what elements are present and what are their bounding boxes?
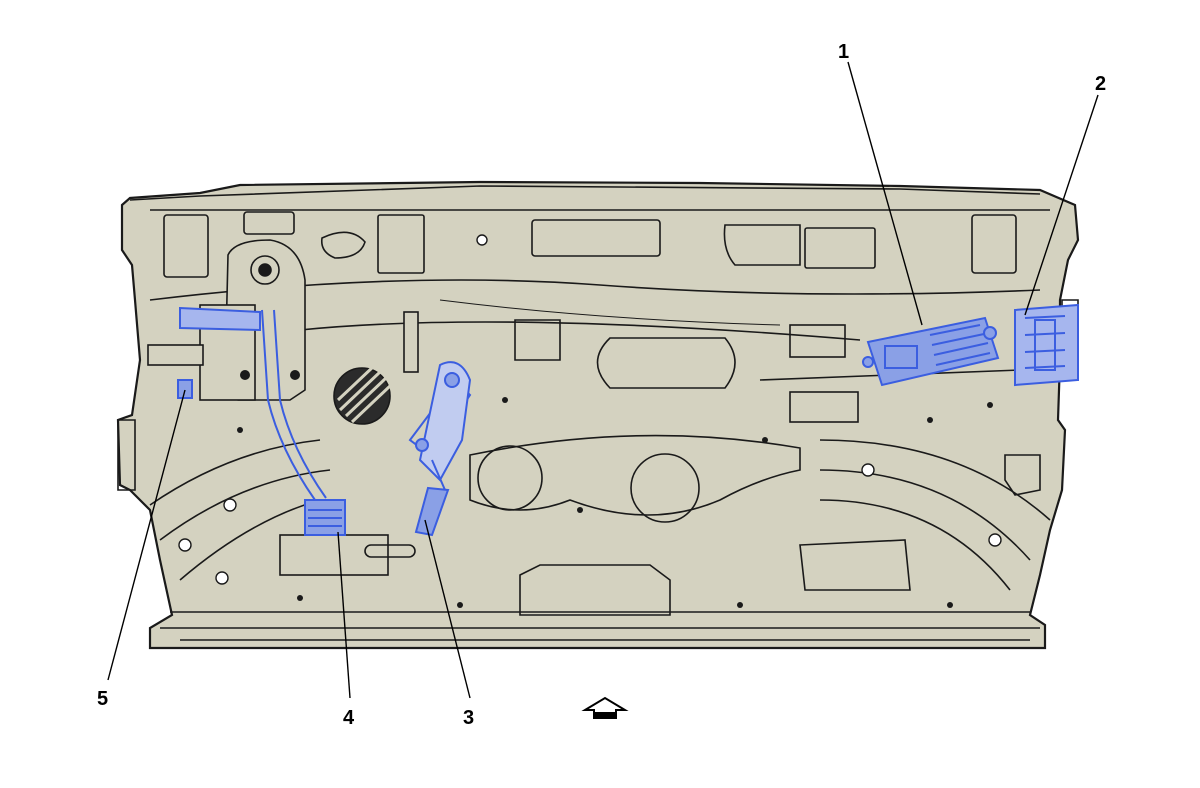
leader-lines: [107, 61, 1099, 699]
part-2-connector-module: [1014, 303, 1079, 387]
leader-2: [1024, 94, 1099, 316]
fasteners: [178, 234, 1002, 608]
panel-details: [117, 211, 1079, 616]
callout-4: 4: [343, 707, 355, 729]
part-3-accelerator-pedal: [408, 361, 472, 537]
leader-5: [107, 389, 186, 681]
callout-2: 2: [1095, 73, 1106, 95]
leader-3: [424, 519, 471, 699]
callout-labels: 1 2 3 4 5: [97, 41, 1106, 729]
callout-5: 5: [97, 688, 108, 710]
dash-panel: [116, 180, 1080, 650]
part-5-brake-switch: [177, 306, 261, 399]
vent-grille: [333, 364, 392, 425]
part-1-control-module: [862, 316, 1000, 387]
callout-3: 3: [463, 707, 474, 729]
callout-1: 1: [838, 41, 849, 63]
forward-arrow-icon: [581, 696, 629, 719]
leader-4: [337, 531, 351, 699]
leader-1: [847, 61, 923, 326]
part-4-brake-pedal: [261, 309, 346, 536]
